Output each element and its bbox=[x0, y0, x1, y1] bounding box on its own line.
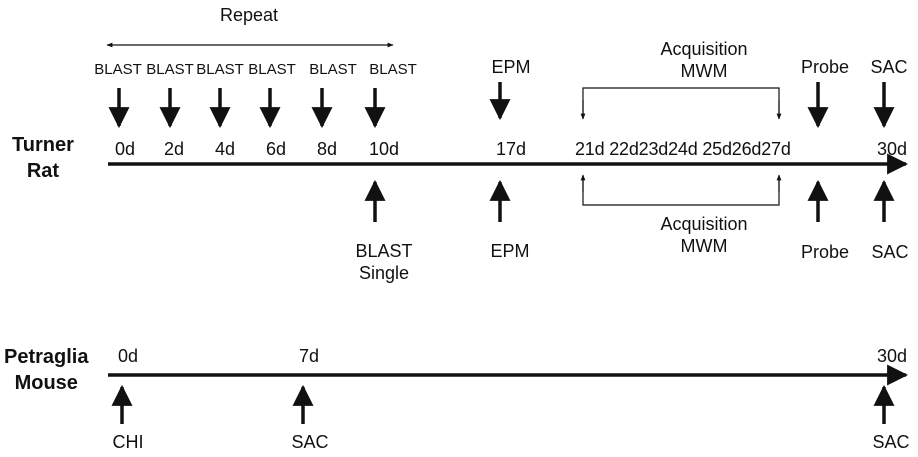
probe-bottom-label: Probe bbox=[800, 242, 850, 262]
probe-top-label: Probe bbox=[800, 57, 850, 77]
day-label-30: 30d bbox=[876, 139, 908, 159]
petraglia-day-0: 0d bbox=[117, 346, 139, 366]
day-label-17: 17d bbox=[495, 139, 527, 159]
turner-rat-label: Turner Rat bbox=[12, 132, 74, 184]
blast-label: BLAST bbox=[248, 61, 296, 78]
sac-bottom-label: SAC bbox=[871, 242, 909, 262]
day-label: 2d bbox=[163, 139, 185, 159]
petraglia-day-30: 30d bbox=[876, 346, 908, 366]
sac-top-label: SAC bbox=[870, 57, 908, 77]
blast-single-label: BLAST Single bbox=[355, 240, 412, 284]
petraglia-label-line2: Mouse bbox=[14, 372, 78, 394]
day-label: 10d bbox=[368, 139, 400, 159]
sac-mid-label: SAC bbox=[291, 432, 329, 452]
petraglia-day-7: 7d bbox=[298, 346, 320, 366]
acquisition-top-line2: MWM bbox=[680, 61, 728, 81]
petraglia-mouse-label: Petraglia Mouse bbox=[4, 344, 88, 396]
blast-label: BLAST bbox=[146, 61, 194, 78]
epm-bottom-label: EPM bbox=[490, 241, 530, 261]
repeat-label: Repeat bbox=[219, 5, 279, 25]
blast-single-line1: BLAST bbox=[355, 241, 413, 261]
acquisition-top-label: Acquisition MWM bbox=[660, 38, 747, 82]
turner-label-line1: Turner bbox=[12, 134, 74, 156]
blast-label: BLAST bbox=[309, 61, 357, 78]
blast-label: BLAST bbox=[369, 61, 417, 78]
day-label: 0d bbox=[114, 139, 136, 159]
acquisition-bottom-line1: Acquisition bbox=[660, 214, 748, 234]
blast-label: BLAST bbox=[94, 61, 142, 78]
acquisition-day-labels: 21d 22d23d24d 25d26d27d bbox=[575, 139, 791, 159]
acquisition-bottom-line2: MWM bbox=[680, 236, 728, 256]
day-label: 6d bbox=[265, 139, 287, 159]
acquisition-bottom-label: Acquisition MWM bbox=[660, 213, 747, 257]
day-label: 8d bbox=[316, 139, 338, 159]
chi-label: CHI bbox=[112, 432, 144, 452]
turner-label-line2: Rat bbox=[26, 160, 60, 182]
blast-single-line2: Single bbox=[358, 263, 410, 283]
acquisition-top-line1: Acquisition bbox=[660, 39, 748, 59]
sac-end-label: SAC bbox=[872, 432, 910, 452]
acquisition-bottom-bracket bbox=[582, 176, 780, 206]
acquisition-top-bracket bbox=[582, 87, 780, 118]
petraglia-label-line1: Petraglia bbox=[4, 346, 89, 368]
blast-label: BLAST bbox=[196, 61, 244, 78]
day-label: 4d bbox=[214, 139, 236, 159]
epm-top-label: EPM bbox=[491, 57, 531, 77]
